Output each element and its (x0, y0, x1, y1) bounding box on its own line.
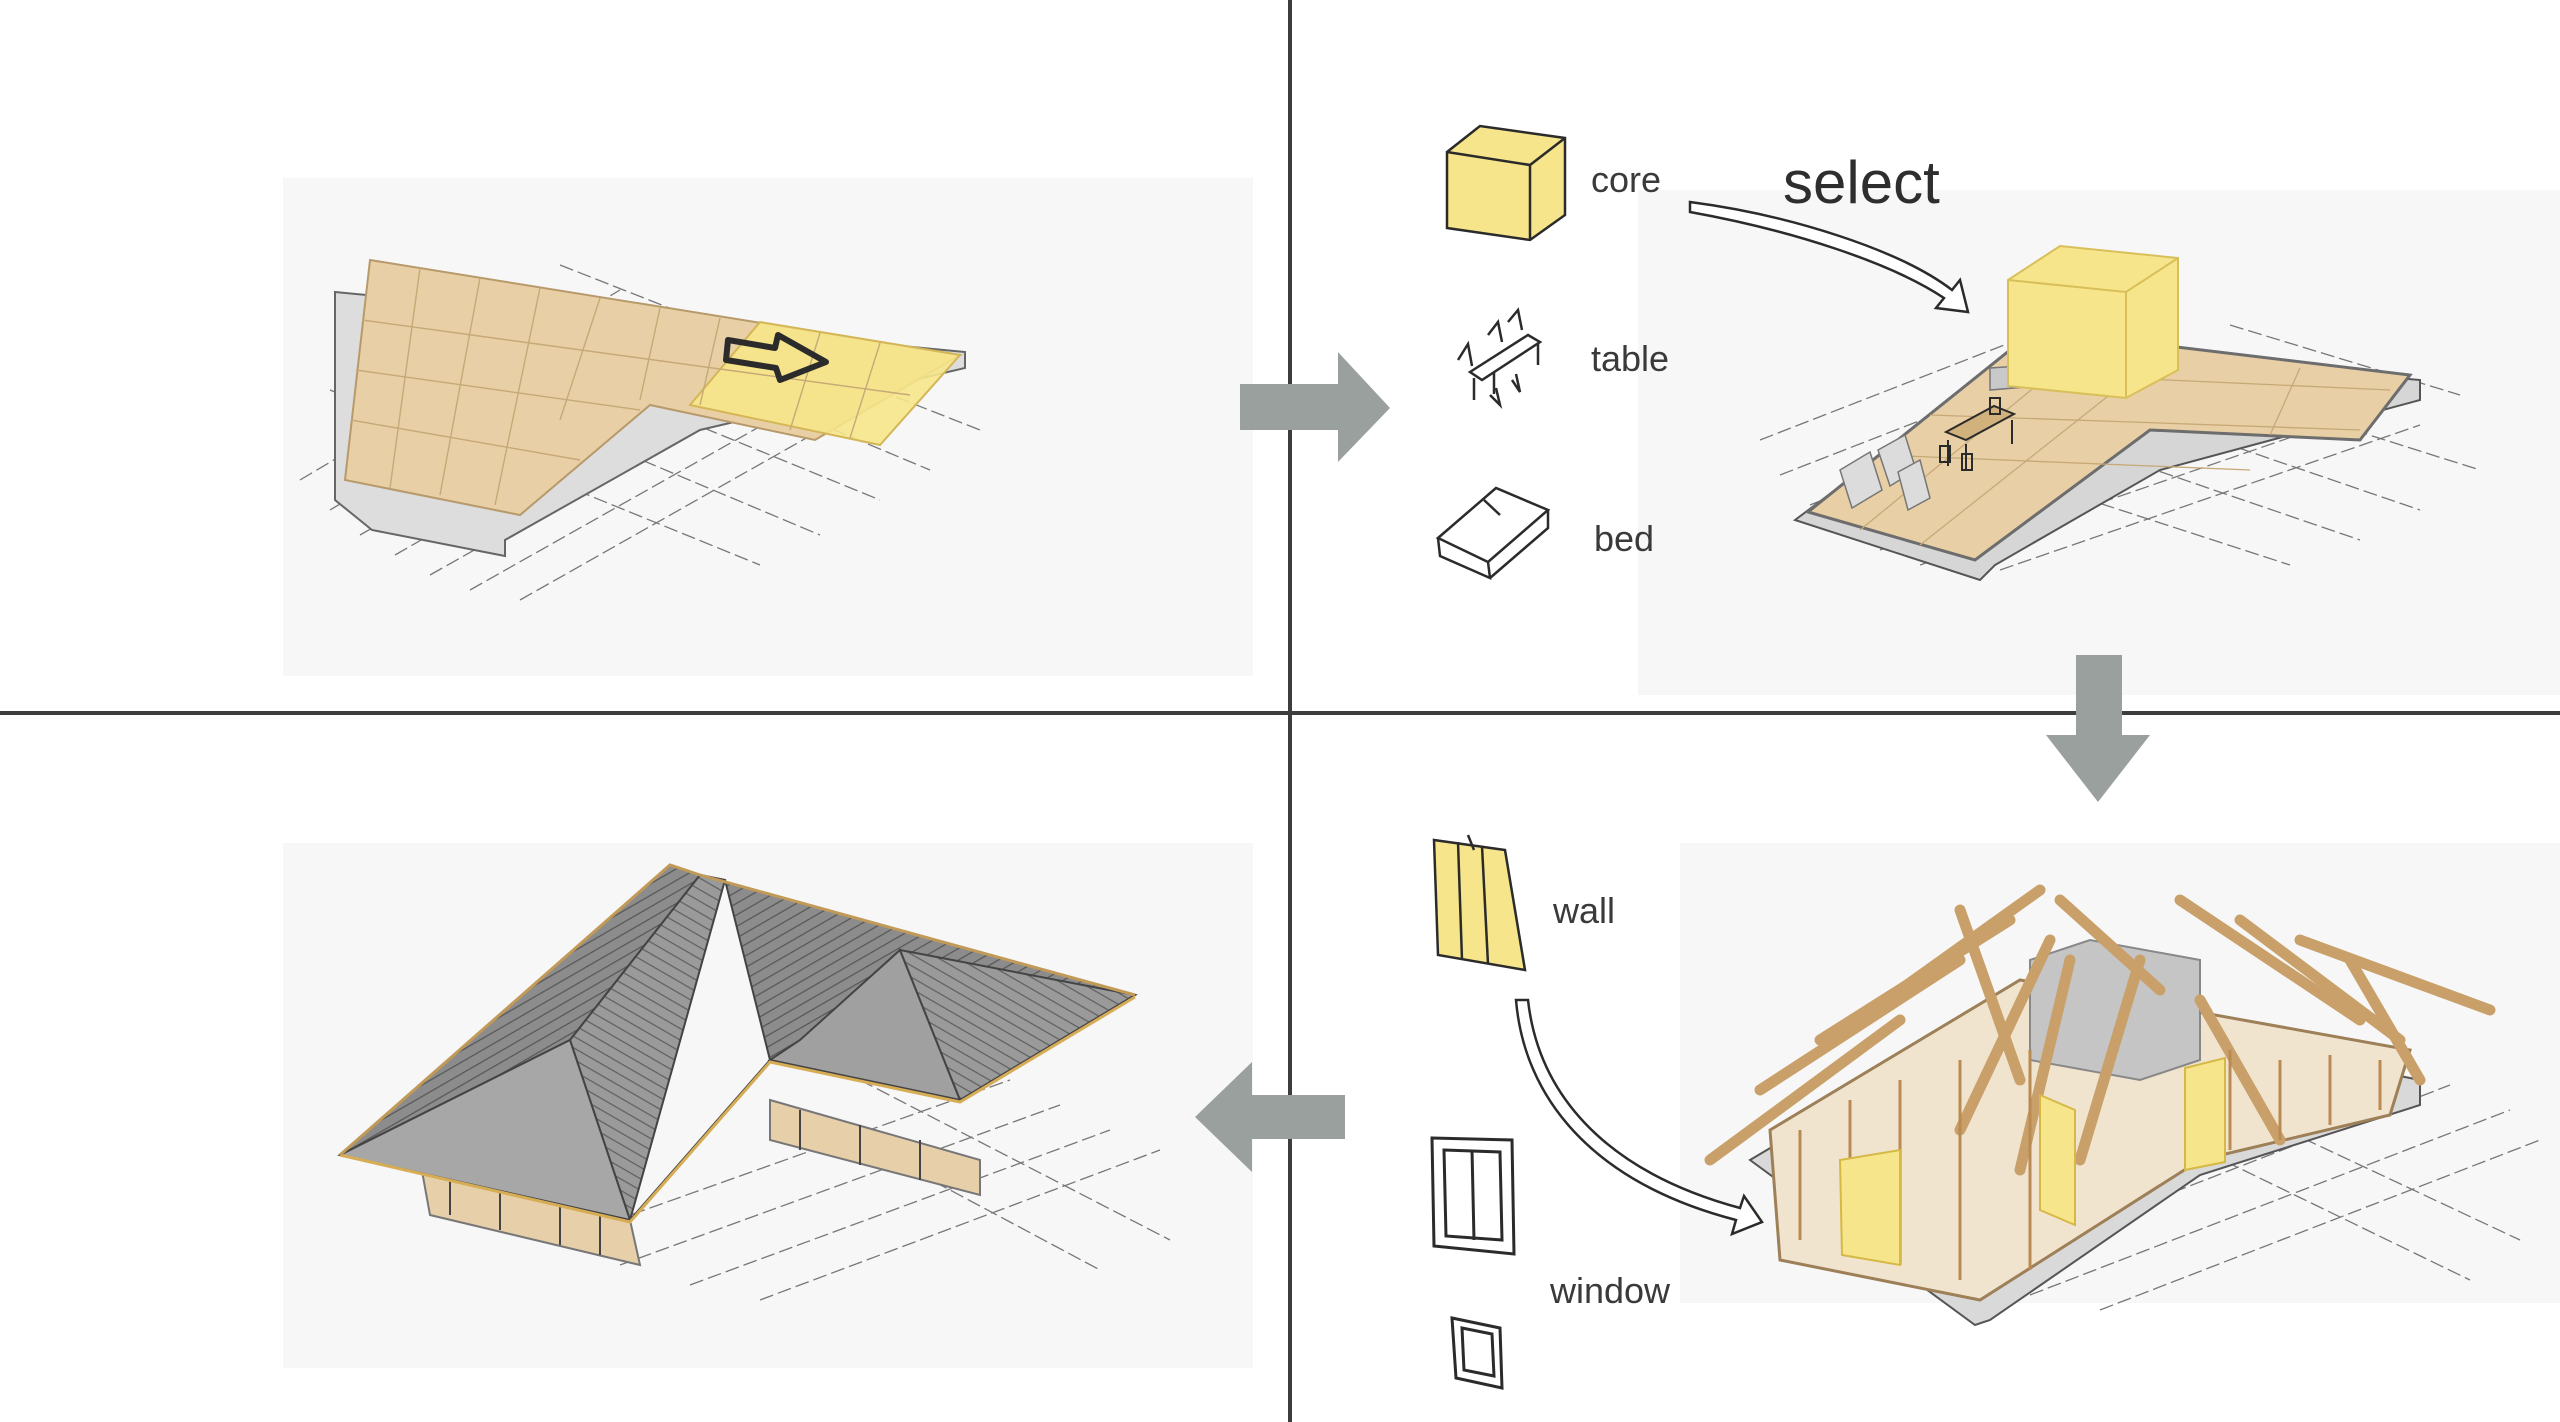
roof-rafters (1704, 884, 2496, 1176)
wall-panel-highlight (2184, 1056, 2226, 1172)
move-arrow-icon (723, 332, 829, 383)
panel-furnished-plan (1638, 190, 2560, 695)
wall-panel-highlight (2039, 1093, 2076, 1227)
panel-floor-plan (283, 178, 1253, 676)
legend-bottom (1430, 834, 1764, 1390)
core-module (2007, 244, 2179, 400)
label-wall: wall (1553, 890, 1616, 931)
flow-arrow-down (2046, 655, 2150, 802)
beds (1839, 433, 1931, 512)
label-core: core (1591, 159, 1662, 200)
wall-arrow (1514, 998, 1764, 1237)
legend-top (1435, 124, 1970, 581)
bed-icon (1435, 486, 1551, 581)
flow-arrow-right (1240, 352, 1390, 462)
select-arrow (1688, 200, 1970, 314)
flow-arrows (1195, 352, 2150, 1172)
window-small-icon (1450, 1316, 1504, 1390)
wall-panel-icon (1432, 834, 1527, 972)
dining-set (1939, 397, 2017, 471)
flow-arrow-left (1195, 1062, 1345, 1172)
label-select: select (1783, 149, 1940, 216)
table-chairs-icon (1456, 307, 1543, 409)
panel-framed-structure (1680, 843, 2560, 1327)
wall-panel-highlight (1838, 1148, 1901, 1267)
label-bed: bed (1594, 518, 1655, 559)
panel-roofed-house (283, 843, 1253, 1368)
window-large-icon (1430, 1136, 1516, 1256)
label-window: window (1550, 1270, 1671, 1311)
hip-roof (337, 863, 1138, 1224)
label-table: table (1591, 338, 1670, 379)
core-cube-icon (1445, 124, 1567, 242)
